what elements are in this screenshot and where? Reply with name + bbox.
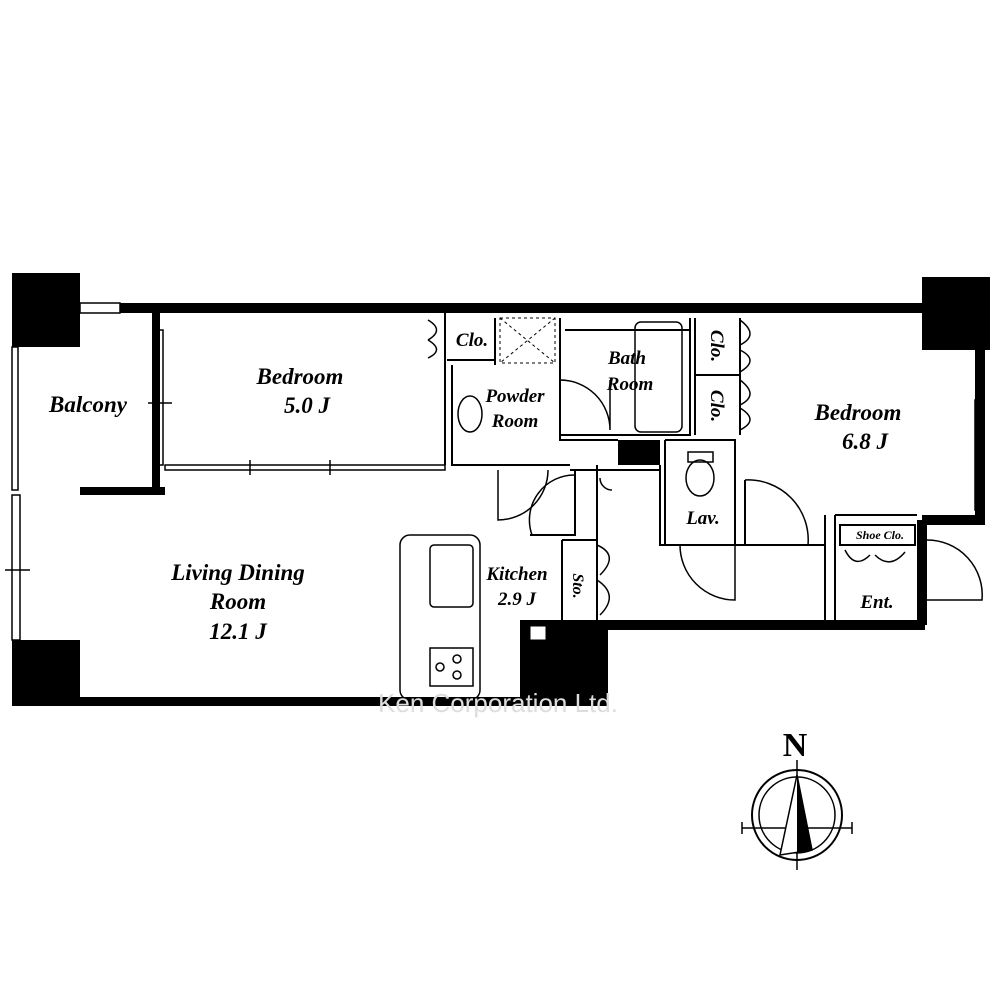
washer-space <box>499 317 556 364</box>
room-size-bedroom1: 5.0 J <box>284 393 332 418</box>
compass-icon: N <box>741 727 853 870</box>
room-label-bath-2: Room <box>606 374 653 395</box>
room-label-storage: Sto. <box>569 573 586 598</box>
kitchen-sink-icon <box>429 544 474 608</box>
pillar-top-left <box>12 273 80 347</box>
fixtures <box>399 317 715 701</box>
room-label-closet3: Clo. <box>706 390 727 422</box>
room-label-shoe-closet: Shoe Clo. <box>856 528 904 542</box>
interior-walls <box>164 313 917 620</box>
room-label-powder-2: Room <box>491 411 538 432</box>
kitchen-counter <box>399 534 481 701</box>
room-label-closet1: Clo. <box>456 330 488 351</box>
room-label-ldr-1: Living Dining <box>170 560 305 585</box>
room-label-balcony: Balcony <box>48 392 128 417</box>
room-label-bedroom2: Bedroom <box>814 400 902 425</box>
sink-icon <box>457 395 483 433</box>
watermark: Ken Corporation Ltd. <box>378 688 618 718</box>
room-label-bedroom1: Bedroom <box>256 364 344 389</box>
pillar-top-right <box>922 277 990 350</box>
exterior-walls <box>80 303 985 706</box>
room-label-lav: Lav. <box>685 508 720 529</box>
room-label-ldr-2: Room <box>209 589 266 614</box>
room-label-closet2: Clo. <box>706 330 727 362</box>
toilet-icon <box>685 459 715 497</box>
room-size-bedroom2: 6.8 J <box>842 429 890 454</box>
room-label-powder-1: Powder <box>484 386 545 407</box>
room-size-kitchen: 2.9 J <box>497 589 537 610</box>
room-size-ldr: 12.1 J <box>209 619 268 644</box>
compass-north-label: N <box>783 727 808 764</box>
windows <box>5 302 984 641</box>
doors <box>427 319 983 616</box>
pillar-bottom-left <box>12 640 80 706</box>
room-label-kitchen: Kitchen <box>485 564 547 585</box>
bathtub-icon <box>634 321 683 433</box>
stove-icon <box>429 647 474 687</box>
room-label-entrance: Ent. <box>859 592 893 613</box>
room-label-bath-1: Bath <box>607 348 646 369</box>
